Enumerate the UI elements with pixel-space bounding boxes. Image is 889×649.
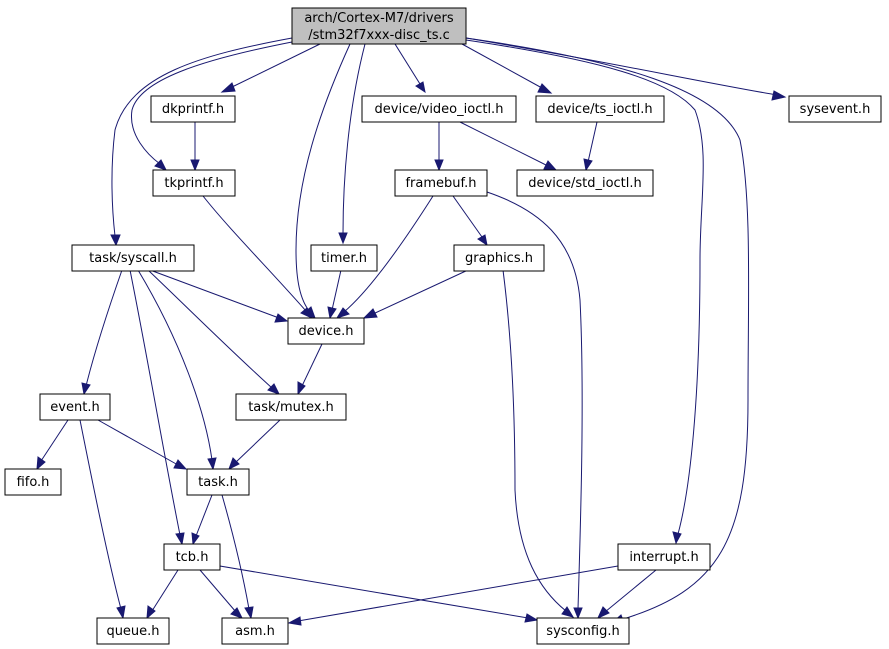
node-task[interactable]: task.h xyxy=(186,468,250,496)
node-label: device/video_ioctl.h xyxy=(375,102,504,117)
edge-root-to-syscall xyxy=(110,37,293,247)
node-sysconfig[interactable]: sysconfig.h xyxy=(536,617,630,645)
root-label-line2: /stm32f7xxx-disc_ts.c xyxy=(308,28,450,43)
node-label: fifo.h xyxy=(17,475,50,490)
node-syscall[interactable]: task/syscall.h xyxy=(71,244,195,272)
node-label: device/std_ioctl.h xyxy=(528,176,642,191)
edge-task-to-tcb xyxy=(191,494,213,546)
edge-tcb-to-queue xyxy=(146,569,179,620)
edge-framebuf-to-device xyxy=(335,195,434,319)
edge-timer-to-device xyxy=(327,269,342,320)
root-label-line1: arch/Cortex-M7/drivers xyxy=(304,11,454,26)
edge-root-to-tkprintf xyxy=(131,41,293,171)
edge-graphics-to-device xyxy=(362,269,469,319)
node-label: device.h xyxy=(298,324,353,339)
edge-syscall-to-task xyxy=(137,269,217,471)
nodes: arch/Cortex-M7/drivers /stm32f7xxx-disc_… xyxy=(4,7,882,645)
edge-root-to-sysevent xyxy=(465,37,787,101)
node-label: queue.h xyxy=(106,624,159,639)
node-label: asm.h xyxy=(235,624,275,639)
node-interrupt[interactable]: interrupt.h xyxy=(617,543,711,571)
edge-framebuf-to-sysconfig xyxy=(486,191,583,620)
node-label: device/ts_ioctl.h xyxy=(547,102,652,117)
node-label: event.h xyxy=(50,400,99,415)
edge-syscall-to-device xyxy=(149,269,289,323)
edge-event-to-queue xyxy=(79,419,126,620)
edge-video-ioctl-to-framebuf xyxy=(434,122,444,172)
node-root-file[interactable]: arch/Cortex-M7/drivers /stm32f7xxx-disc_… xyxy=(291,7,467,45)
node-fifo[interactable]: fifo.h xyxy=(4,468,62,496)
edge-syscall-to-mutex xyxy=(147,269,281,395)
node-device[interactable]: device.h xyxy=(287,317,365,345)
node-framebuf[interactable]: framebuf.h xyxy=(394,169,488,197)
node-graphics[interactable]: graphics.h xyxy=(453,244,545,272)
node-label: dkprintf.h xyxy=(162,102,224,117)
node-label: tkprintf.h xyxy=(164,176,223,191)
node-label: sysconfig.h xyxy=(546,624,619,639)
node-event[interactable]: event.h xyxy=(39,393,111,421)
edge-event-to-task xyxy=(97,419,188,470)
node-label: task/mutex.h xyxy=(248,400,334,415)
node-dkprintf[interactable]: dkprintf.h xyxy=(150,95,236,123)
node-label: framebuf.h xyxy=(405,176,476,191)
node-label: interrupt.h xyxy=(629,550,698,565)
edge-task-to-asm xyxy=(221,494,254,620)
edge-ts-ioctl-to-std-ioctl xyxy=(583,121,598,172)
node-tkprintf[interactable]: tkprintf.h xyxy=(152,169,236,197)
edge-root-to-interrupt xyxy=(465,39,704,545)
node-tcb[interactable]: tcb.h xyxy=(163,543,221,571)
edge-interrupt-to-sysconfig xyxy=(596,569,657,620)
node-ts-ioctl[interactable]: device/ts_ioctl.h xyxy=(535,95,665,123)
edge-root-to-device xyxy=(295,43,351,319)
edge-root-to-dkprintf xyxy=(220,43,321,93)
edge-graphics-to-sysconfig xyxy=(502,269,575,618)
node-label: timer.h xyxy=(321,251,367,266)
edge-root-to-sysconfig xyxy=(465,37,750,624)
edge-tcb-to-asm xyxy=(199,569,244,619)
node-label: graphics.h xyxy=(465,251,533,266)
node-label: task/syscall.h xyxy=(89,251,177,266)
edge-root-to-timer xyxy=(338,43,366,245)
node-video-ioctl[interactable]: device/video_ioctl.h xyxy=(361,95,517,123)
edge-root-to-ts-ioctl xyxy=(461,43,553,94)
node-asm[interactable]: asm.h xyxy=(221,617,289,645)
node-mutex[interactable]: task/mutex.h xyxy=(235,393,347,421)
edge-video-ioctl-to-std-ioctl xyxy=(459,121,558,171)
edge-syscall-to-event xyxy=(81,269,123,396)
node-std-ioctl[interactable]: device/std_ioctl.h xyxy=(516,169,654,197)
node-queue[interactable]: queue.h xyxy=(96,617,170,645)
edges xyxy=(36,37,787,626)
node-sysevent[interactable]: sysevent.h xyxy=(788,95,882,123)
edge-mutex-to-task xyxy=(228,419,281,471)
edge-event-to-fifo xyxy=(36,419,69,471)
edge-framebuf-to-graphics xyxy=(452,195,488,247)
node-label: task.h xyxy=(198,475,238,490)
edge-tkprintf-to-device xyxy=(202,195,314,320)
edge-device-to-mutex xyxy=(297,343,323,396)
edge-tcb-to-sysconfig xyxy=(207,563,539,623)
edge-root-to-video-ioctl xyxy=(394,43,426,94)
edge-syscall-to-tcb xyxy=(129,269,185,546)
node-timer[interactable]: timer.h xyxy=(310,244,378,272)
edge-dkprintf-to-tkprintf xyxy=(190,122,200,172)
node-label: tcb.h xyxy=(176,550,209,565)
node-label: sysevent.h xyxy=(800,102,871,117)
edge-interrupt-to-asm xyxy=(287,565,619,626)
